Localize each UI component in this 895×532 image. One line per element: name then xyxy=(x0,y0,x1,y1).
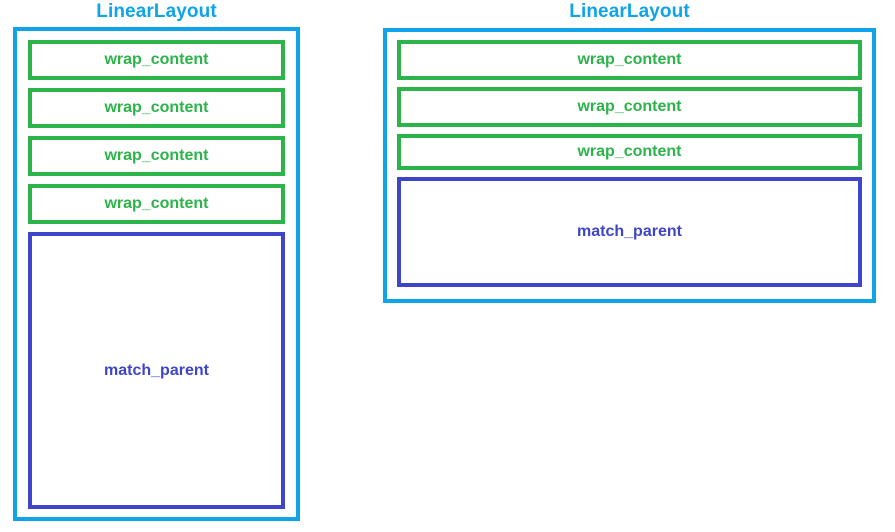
container-title-left: LinearLayout xyxy=(96,1,217,22)
linearlayout-container-right: wrap_content wrap_content wrap_content m… xyxy=(383,28,876,303)
child-view-label: wrap_content xyxy=(104,99,209,116)
linearlayout-diagram-left: LinearLayout wrap_content wrap_content w… xyxy=(13,0,300,521)
child-view-wrap-content: wrap_content xyxy=(28,88,285,128)
linearlayout-container-left: wrap_content wrap_content wrap_content w… xyxy=(13,27,300,521)
child-view-wrap-content: wrap_content xyxy=(28,184,285,224)
child-view-wrap-content: wrap_content xyxy=(397,134,862,170)
child-view-label: match_parent xyxy=(104,361,209,379)
child-view-match-parent: match_parent xyxy=(397,177,862,287)
child-view-wrap-content: wrap_content xyxy=(28,136,285,176)
child-view-label: wrap_content xyxy=(577,98,682,115)
child-view-wrap-content: wrap_content xyxy=(28,40,285,80)
child-view-label: wrap_content xyxy=(577,51,682,68)
child-view-wrap-content: wrap_content xyxy=(397,87,862,127)
child-view-label: wrap_content xyxy=(577,143,682,160)
linearlayout-diagram-right: LinearLayout wrap_content wrap_content w… xyxy=(383,0,876,303)
child-view-label: wrap_content xyxy=(104,195,209,212)
child-view-label: match_parent xyxy=(577,223,682,240)
container-title-right: LinearLayout xyxy=(569,1,690,22)
child-view-wrap-content: wrap_content xyxy=(397,40,862,80)
child-view-label: wrap_content xyxy=(104,147,209,164)
child-view-label: wrap_content xyxy=(104,51,209,68)
child-view-match-parent: match_parent xyxy=(28,232,285,509)
